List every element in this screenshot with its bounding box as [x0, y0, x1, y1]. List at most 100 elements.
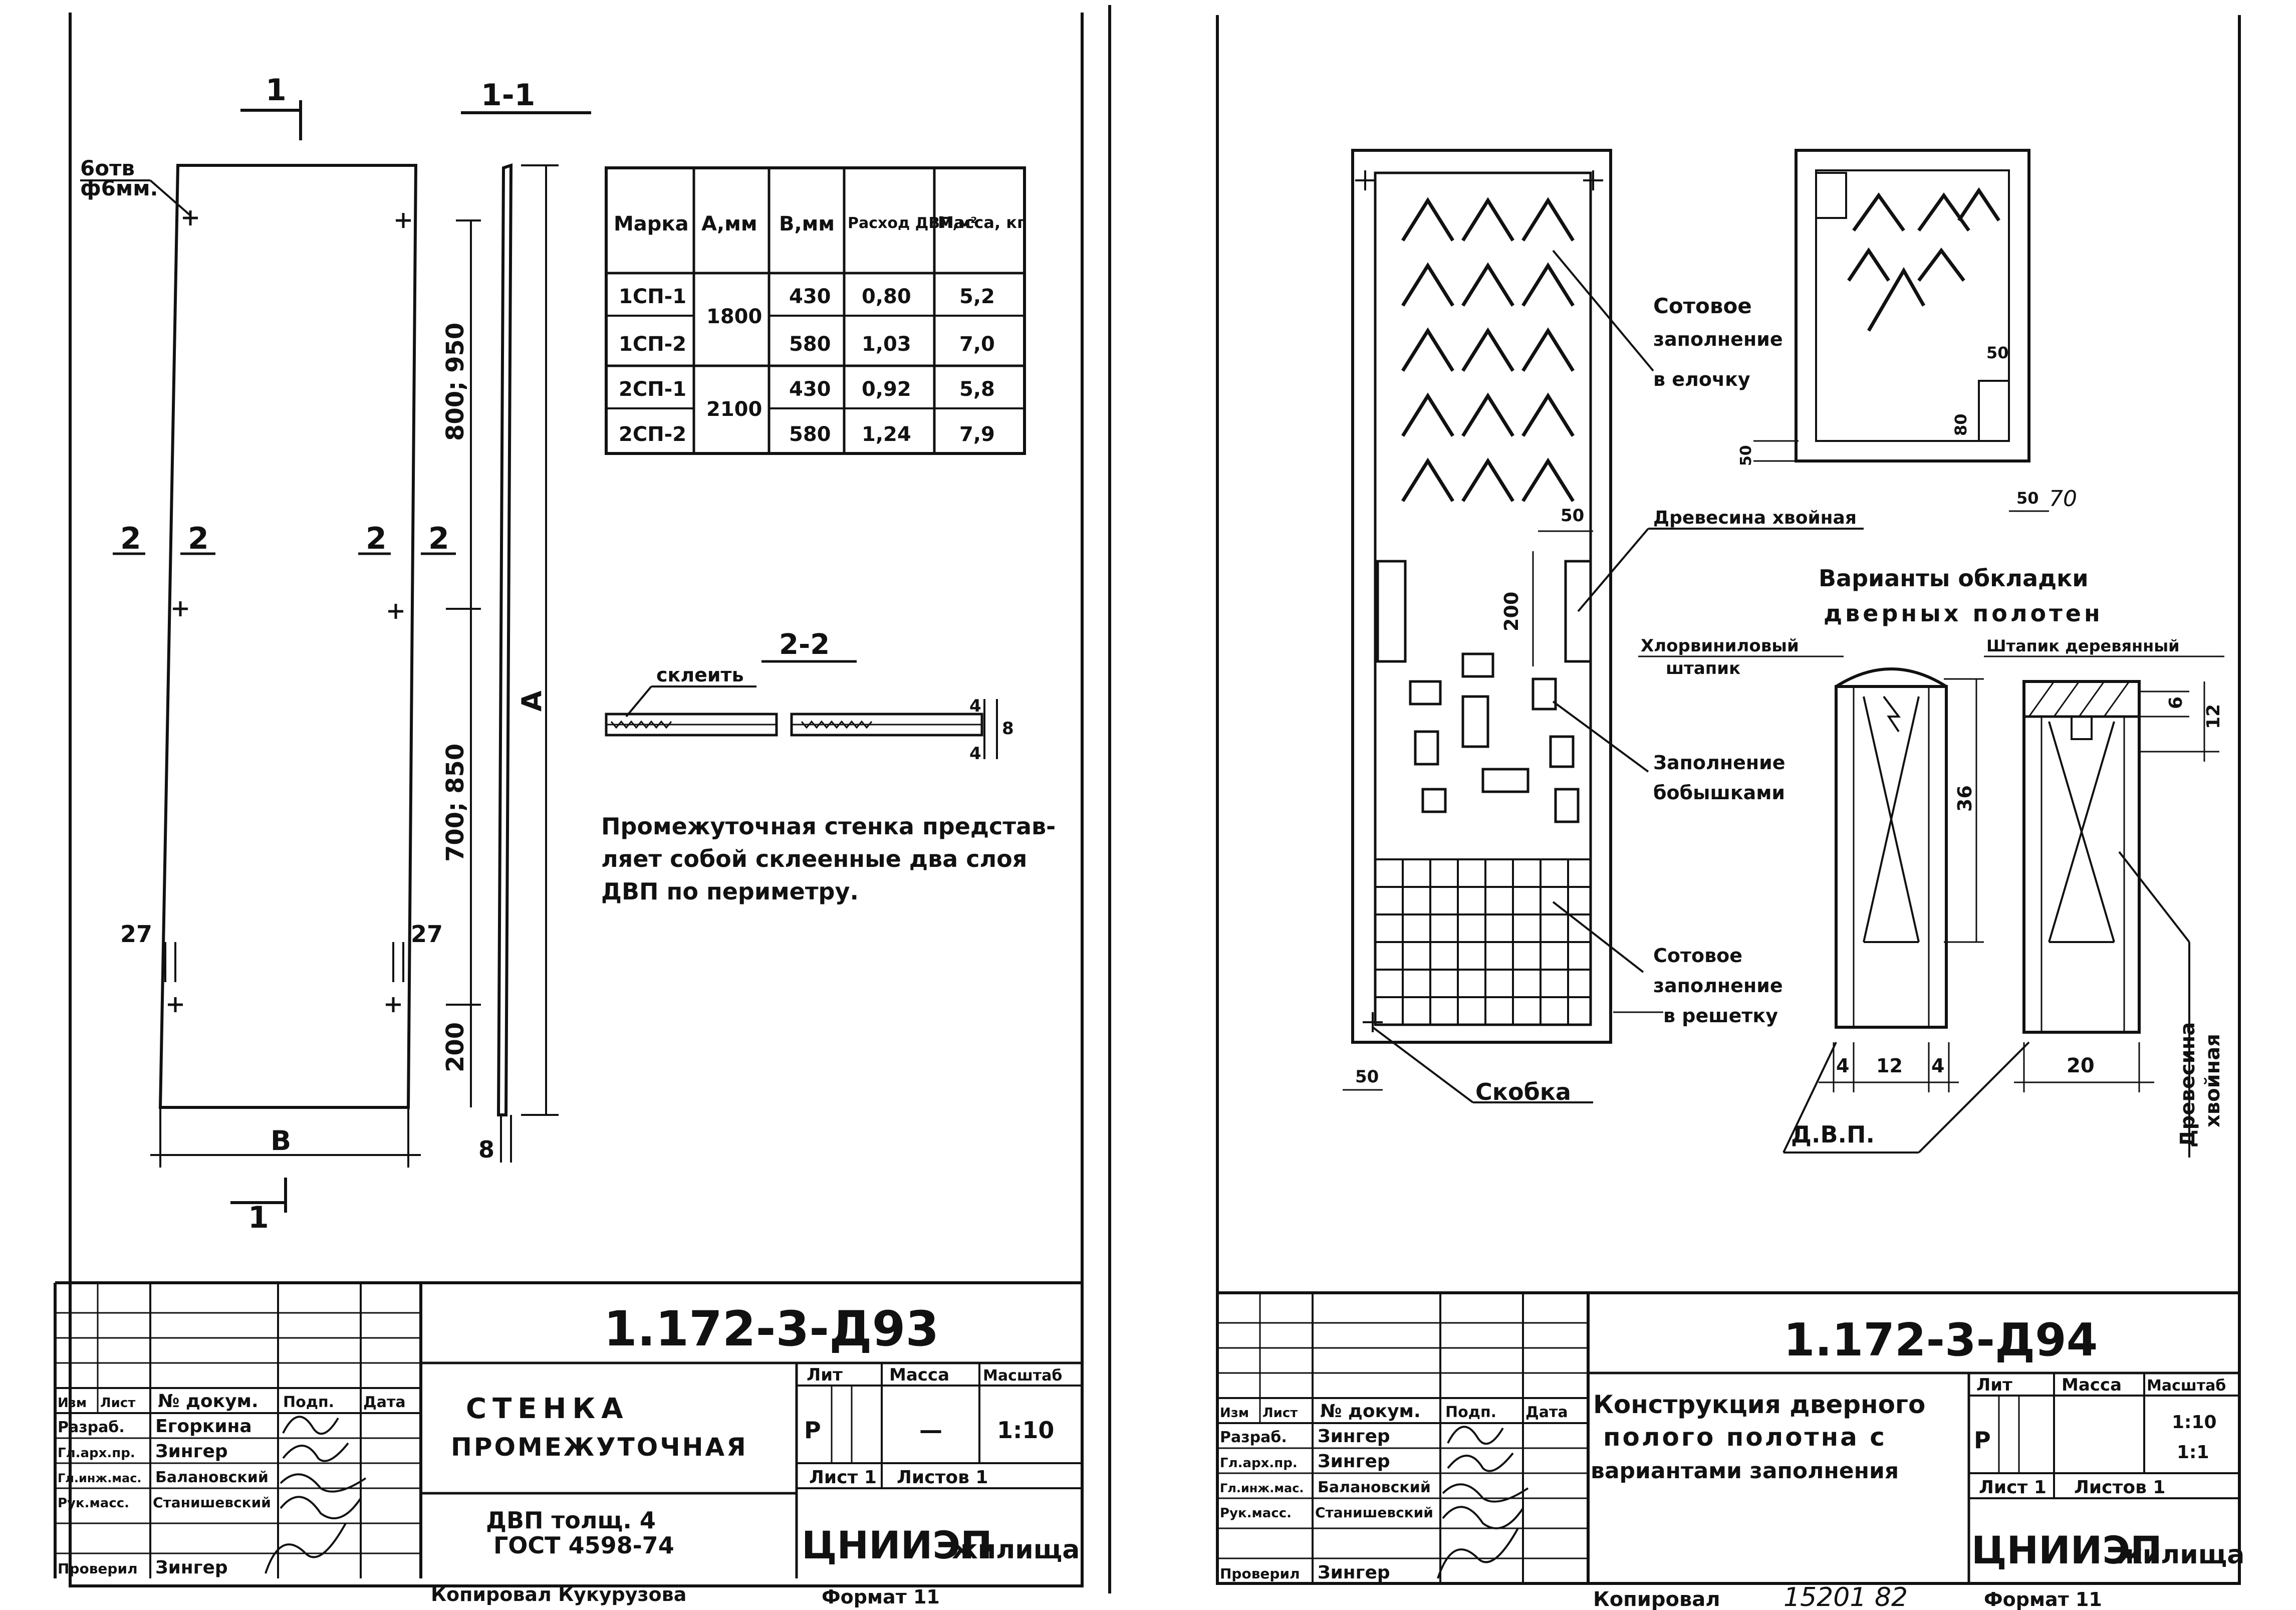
stamp-gl-arh: Гл.арх.пр. [1220, 1456, 1298, 1471]
stamp-scale-value: 1:10 [997, 1417, 1054, 1444]
dim-27-left: 27 [120, 921, 152, 948]
stamp-title-line2: полого полотна с [1603, 1423, 1887, 1452]
stamp-prov: Проверил [1220, 1565, 1300, 1582]
note-line1: Промежуточная стенка представ- [601, 813, 1056, 840]
table-header-b: В,мм [779, 212, 835, 236]
stamp-copied: Копировал Кукурузова [431, 1583, 686, 1605]
stamp-masshtab: Масштаб [983, 1367, 1062, 1385]
bobyshki-blocks [1409, 652, 1580, 823]
table-header-consumption: Расход ДВП,м² [848, 214, 977, 232]
material-line2: ГОСТ 4598-74 [493, 1532, 674, 1559]
note-line3: ДВП по периметру. [601, 878, 859, 905]
wall-section-profile [496, 163, 513, 1116]
section-title-2-2: 2-2 [779, 628, 830, 661]
glue-label: склеить [656, 664, 744, 686]
stamp-format: Формат 11 [822, 1586, 940, 1608]
stamp-prov-name: Зингер [1318, 1562, 1390, 1583]
left-sheet-frame [69, 13, 1084, 1587]
dim-12-width: 12 [1876, 1055, 1903, 1077]
dim-12: 12 [2203, 704, 2224, 729]
dim-50-base: 50 [2016, 489, 2039, 508]
softwood-vertical-2: хвойная [2201, 1034, 2224, 1127]
stamp-prov-name: Зингер [155, 1557, 228, 1578]
table-cell: 5,2 [959, 285, 995, 308]
table-cell: 430 [789, 378, 831, 401]
stamp-razrab-name: Егоркина [155, 1416, 252, 1437]
material-line1: ДВП толщ. 4 [486, 1507, 656, 1534]
mark-2-a: 2 [120, 521, 141, 556]
stamp-org2: жилища [952, 1535, 1080, 1565]
mark-2-c: 2 [366, 521, 387, 556]
stamp-col-data: Дата [1525, 1404, 1568, 1421]
glued-layers-section [605, 699, 998, 759]
stamp-gl-arh-name: Зингер [1318, 1451, 1390, 1472]
dim-B: В [271, 1125, 291, 1157]
stamp-razrab: Разраб. [1220, 1429, 1287, 1446]
stamp-scale-value-2: 1:1 [2177, 1442, 2209, 1463]
table-header-mass: Масса, кг [938, 213, 1026, 232]
variants-title-1: Варианты обкладки [1819, 565, 2089, 592]
corner-detail [1795, 149, 2030, 463]
note-line2: ляет собой склеенные два слоя [601, 845, 1027, 872]
stamp-gl-arh-name: Зингер [155, 1441, 228, 1462]
stamp-col-list: Лист [1262, 1406, 1298, 1421]
stamp-col-izm: Изм [1220, 1406, 1249, 1421]
wall-panel-outline [158, 164, 418, 1109]
stamp-org2: жилища [2117, 1540, 2244, 1570]
stamp-sheet: Лист 1 [809, 1467, 877, 1488]
stamp-ruk: Рук.масс. [1220, 1506, 1292, 1521]
stamp-sheets: Листов 1 [897, 1467, 988, 1488]
stamp-gl-inzh-name: Балановский [1318, 1479, 1431, 1496]
variants-title-2: дверных полотен [1824, 600, 2103, 627]
stamp-col-podp: Подп. [1445, 1404, 1496, 1421]
stamp-org: ЦНИИЭП [802, 1523, 992, 1567]
dim-200: 200 [441, 1022, 469, 1072]
dim-50-side: 50 [1737, 445, 1755, 466]
stamp-ruk-name: Станишевский [1315, 1504, 1433, 1521]
table-cell: 1СП-1 [619, 285, 686, 308]
stamp-prov: Проверил [58, 1560, 138, 1577]
table-cell: 2СП-2 [619, 423, 686, 446]
dim-80-detail: 80 [1951, 413, 1970, 436]
stamp-gl-inzh: Гл.инж.мас. [58, 1471, 142, 1485]
dim-8-section: 8 [1002, 719, 1014, 739]
stamp-title-line2: ПРОМЕЖУТОЧНАЯ [451, 1433, 748, 1462]
stamp-ruk: Рук.масс. [58, 1496, 129, 1511]
dim-50-insert: 50 [1561, 506, 1584, 526]
table-cell: 580 [789, 423, 831, 446]
table-cell: 7,9 [959, 423, 995, 446]
dim-27-right: 27 [411, 921, 443, 948]
stamp-lit: Лит [807, 1365, 843, 1385]
dim-A: А [516, 691, 548, 712]
stamp-copied: Копировал [1593, 1588, 1720, 1610]
table-cell: 0,80 [862, 285, 911, 308]
dim-4-left: 4 [1836, 1055, 1849, 1077]
section-mark-bottom: 1 [248, 1200, 269, 1235]
signatures [1437, 1426, 1529, 1579]
pvc-strip-label-2: штапик [1666, 658, 1740, 678]
mark-2-b: 2 [188, 521, 209, 556]
pvc-strip-label-1: Хлорвиниловый [1641, 636, 1799, 656]
table-cell: 430 [789, 285, 831, 308]
dim-70-handwritten: 70 [2049, 486, 2077, 512]
dim-50-detail: 50 [1986, 343, 2009, 362]
holes-note-line1: 6отв [80, 156, 135, 180]
stamp-massa-value: — [919, 1417, 942, 1444]
staple-label: Скобка [1475, 1078, 1571, 1105]
stamp-lit-value: Р [804, 1417, 821, 1444]
right-title-block [1217, 1291, 2239, 1583]
stamp-masshtab: Масштаб [2147, 1377, 2226, 1395]
table-cell: 1800 [706, 305, 762, 328]
herringbone-label-2: заполнение [1653, 328, 1783, 350]
variant-wood-bead [2022, 680, 2141, 1034]
variant-pvc-bead [1835, 667, 1948, 1029]
dim-4-top: 4 [969, 696, 981, 716]
dim-700-850: 700; 850 [441, 744, 469, 862]
right-sheet-frame [1216, 15, 2241, 1585]
stamp-copied-number: 15201 82 [1783, 1582, 1908, 1610]
dim-4-bottom: 4 [969, 744, 981, 764]
stamp-gl-arh: Гл.арх.пр. [58, 1446, 135, 1461]
table-cell: 5,8 [959, 378, 995, 401]
